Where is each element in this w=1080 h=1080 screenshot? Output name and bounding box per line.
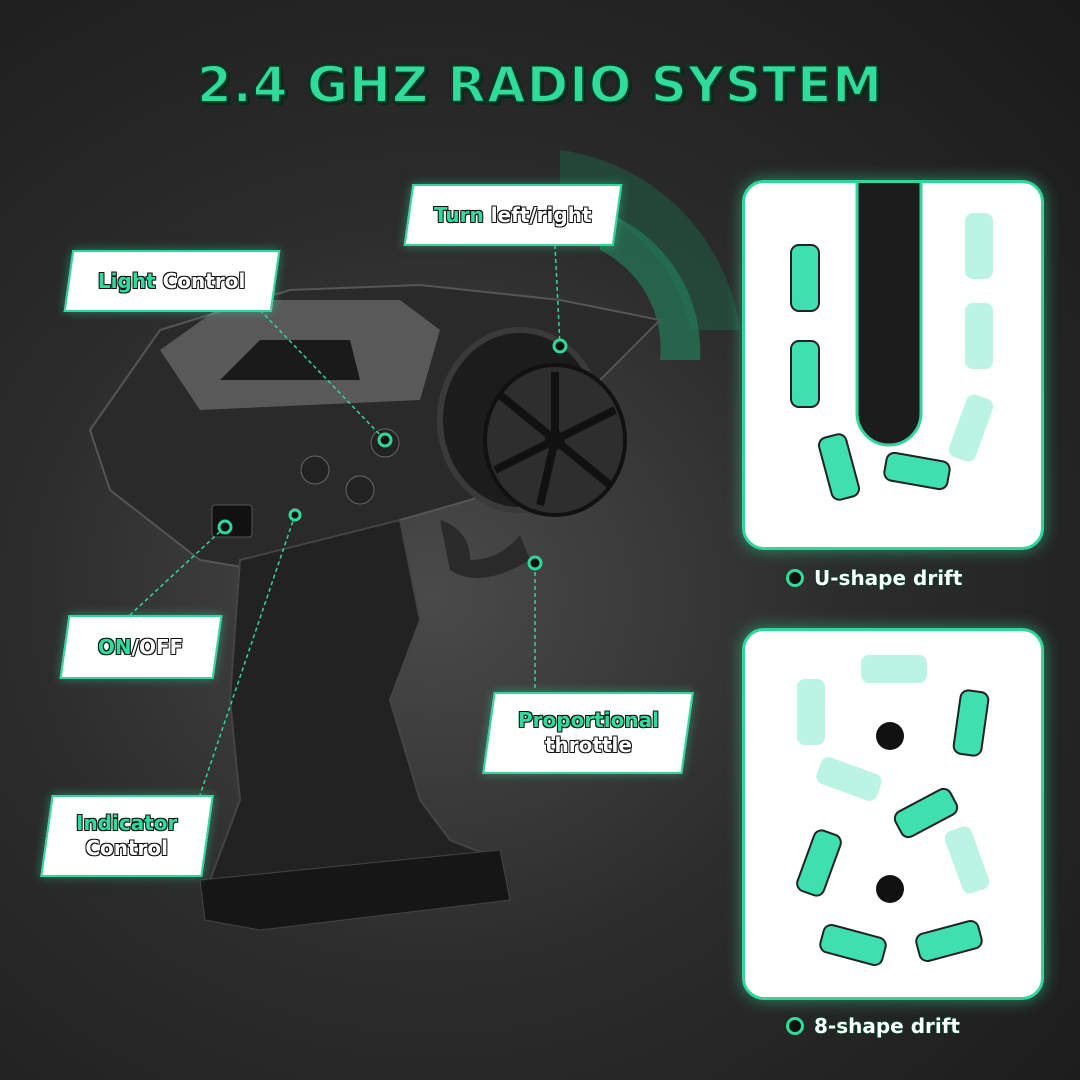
label-on-off: ON/OFF (59, 615, 223, 679)
label-text: Control (85, 836, 169, 861)
car (893, 787, 959, 839)
button (300, 455, 330, 485)
label-highlight: Turn (434, 202, 485, 227)
label-turn-left-right: Turn left/right (403, 184, 623, 246)
car (790, 340, 820, 408)
caption-text: 8-shape drift (814, 1014, 960, 1038)
label-text: left/right (490, 202, 592, 227)
car (790, 244, 820, 312)
label-highlight: Indicator (76, 811, 178, 836)
car (819, 923, 887, 967)
label-text: throttle (544, 733, 632, 758)
caption-text: U-shape drift (814, 566, 963, 590)
figure-eight-illustration (796, 655, 990, 967)
page-title: 2.4 GHZ RADIO SYSTEM (196, 55, 883, 115)
car (883, 451, 951, 491)
car (952, 689, 990, 757)
label-light-control: Light Control (63, 250, 281, 312)
car (817, 433, 861, 501)
radio-wave (600, 210, 701, 360)
label-highlight: Light (98, 268, 157, 293)
u-shape-drift-caption: U-shape drift (786, 566, 962, 590)
label-text: /OFF (132, 634, 185, 659)
button (345, 475, 375, 505)
u-track-illustration (790, 183, 994, 501)
label-text: Control (163, 268, 247, 293)
car (915, 919, 983, 963)
label-highlight: ON (98, 634, 133, 659)
car (796, 829, 842, 897)
u-shape-drift-panel (742, 180, 1044, 550)
bullet-icon (786, 1017, 804, 1035)
power-switch (211, 504, 253, 538)
eight-shape-drift-caption: 8-shape drift (786, 1014, 960, 1038)
bullet-icon (786, 569, 804, 587)
eight-shape-drift-panel (742, 628, 1044, 1000)
label-highlight: Proportional (517, 708, 659, 733)
